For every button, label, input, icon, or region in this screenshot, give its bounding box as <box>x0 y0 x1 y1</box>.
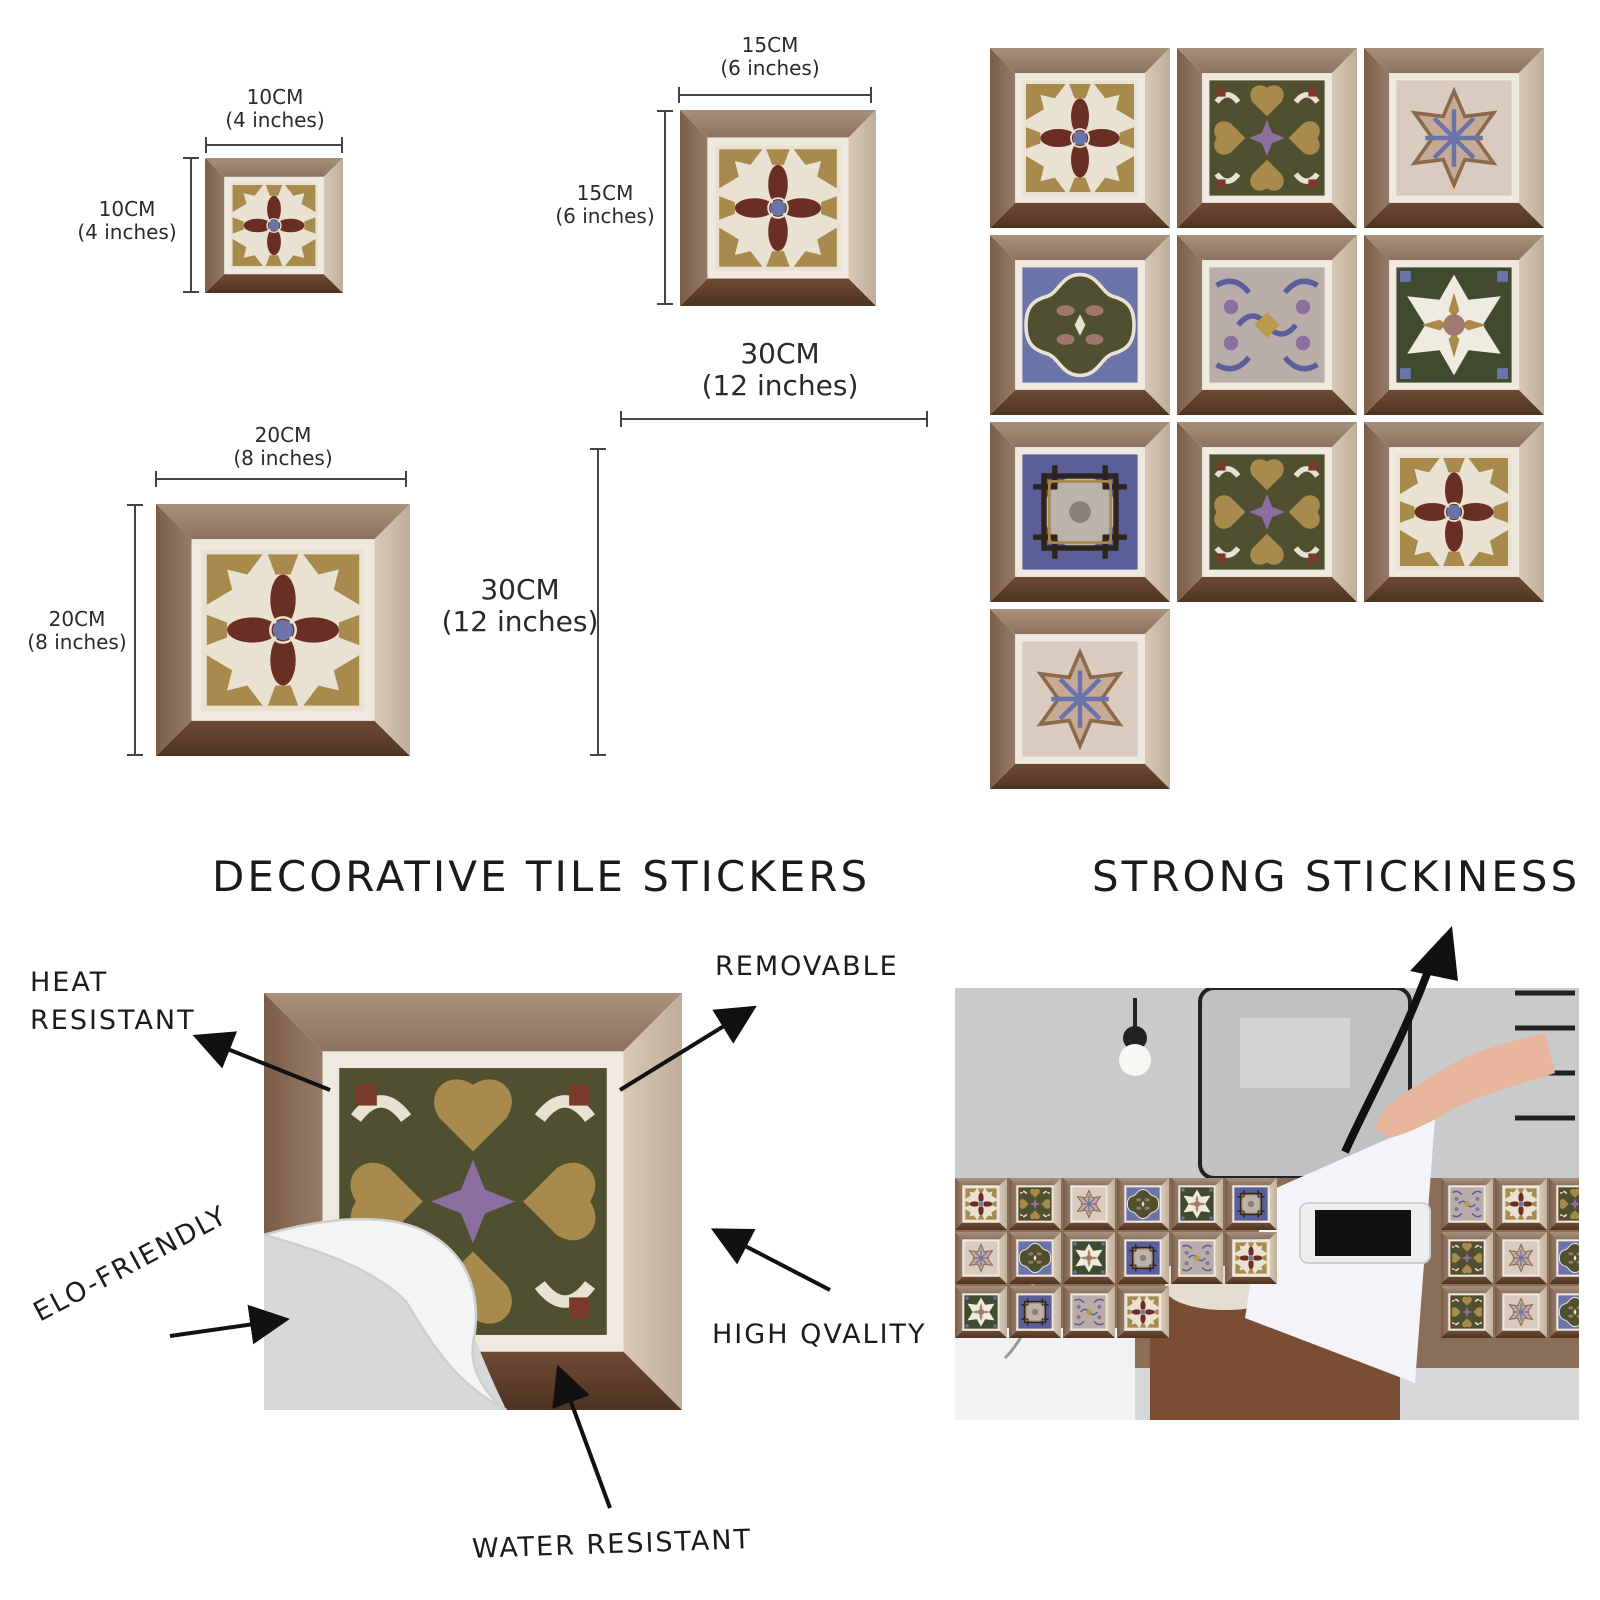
arrow-icon <box>1341 926 1458 1154</box>
bathroom-wall-tile <box>1063 1286 1115 1338</box>
bathroom-wall-tile <box>1441 1232 1493 1284</box>
bathroom-wall-tile <box>1225 1178 1277 1230</box>
bathroom-wall-tile <box>1009 1286 1061 1338</box>
bathroom-wall-tile <box>1063 1178 1115 1230</box>
bathroom-wall-tile <box>955 1286 1007 1338</box>
medium-height-label: 15CM (6 inches) <box>550 182 660 228</box>
bathroom-wall-tile <box>1441 1286 1493 1338</box>
large-width-cm: 20CM <box>254 423 312 447</box>
medium-height-in: (6 inches) <box>555 204 655 228</box>
large-width-in: (8 inches) <box>233 446 333 470</box>
medium-width-line <box>678 87 872 103</box>
small-width-cm: 10CM <box>246 85 304 109</box>
heading-decorative-tile-stickers: DECORATIVE TILE STICKERS <box>212 852 871 901</box>
panel-width-cm: 30CM <box>740 337 820 370</box>
bathroom-tile-wall <box>955 1178 1579 1338</box>
bathroom-wall-tile <box>1549 1286 1579 1338</box>
feature-heat-line2: RESISTANT <box>30 1004 196 1036</box>
bathroom-wall-tile <box>955 1178 1007 1230</box>
medium-height-line <box>657 110 673 305</box>
bathroom-wall-tile <box>1495 1178 1547 1230</box>
bathroom-wall-tile <box>1063 1232 1115 1284</box>
bathroom-wall-tile <box>1117 1232 1169 1284</box>
bathroom-wall-tile <box>1549 1178 1579 1230</box>
panel-width-label: 30CM (12 inches) <box>690 337 870 403</box>
bathroom-wall-tile <box>1495 1286 1547 1338</box>
feature-heat-resistant: HEAT RESISTANT <box>30 964 196 1040</box>
bathroom-wall-tile <box>1171 1232 1223 1284</box>
panel-width-line <box>620 411 928 427</box>
large-width-line <box>155 471 407 487</box>
feature-heat-line1: HEAT <box>30 967 109 998</box>
small-width-line <box>205 137 343 153</box>
large-width-label: 20CM (8 inches) <box>218 424 348 470</box>
bathroom-wall-tile <box>1549 1232 1579 1284</box>
panel-height-cm: 30CM <box>480 573 560 606</box>
small-height-line <box>183 157 199 293</box>
medium-width-in: (6 inches) <box>720 56 820 80</box>
bathroom-wall-tile <box>955 1232 1007 1284</box>
panel-height-label: 30CM (12 inches) <box>430 573 610 639</box>
medium-width-label: 15CM (6 inches) <box>705 34 835 80</box>
small-width-in: (4 inches) <box>225 108 325 132</box>
small-height-in: (4 inches) <box>77 220 177 244</box>
feature-high-quality: HIGH QVALITY <box>712 1319 927 1350</box>
heading-strong-stickiness: STRONG STICKINESS <box>1092 852 1581 901</box>
small-height-cm: 10CM <box>98 197 156 221</box>
bathroom-wall-tile <box>1009 1178 1061 1230</box>
small-height-label: 10CM (4 inches) <box>72 198 182 244</box>
bathroom-wall-tile <box>1171 1178 1223 1230</box>
feature-removable: REMOVABLE <box>715 951 899 982</box>
large-height-label: 20CM (8 inches) <box>22 608 132 654</box>
bathroom-wall-tile <box>1441 1178 1493 1230</box>
panel-height-line <box>590 448 606 756</box>
panel-width-in: (12 inches) <box>701 369 859 403</box>
bathroom-wall-tile <box>1009 1232 1061 1284</box>
large-height-line <box>127 504 143 756</box>
feature-tile <box>264 993 682 1410</box>
medium-width-cm: 15CM <box>741 33 799 57</box>
bathroom-wall-tile <box>1225 1232 1277 1284</box>
bathroom-photo <box>955 988 1579 1420</box>
large-height-cm: 20CM <box>48 607 106 631</box>
panel-height-in: (12 inches) <box>441 605 599 639</box>
bathroom-wall-tile <box>1117 1178 1169 1230</box>
small-width-label: 10CM (4 inches) <box>210 86 340 132</box>
large-height-in: (8 inches) <box>27 630 127 654</box>
medium-height-cm: 15CM <box>576 181 634 205</box>
bathroom-wall-tile <box>1495 1232 1547 1284</box>
bathroom-wall-tile <box>1117 1286 1169 1338</box>
